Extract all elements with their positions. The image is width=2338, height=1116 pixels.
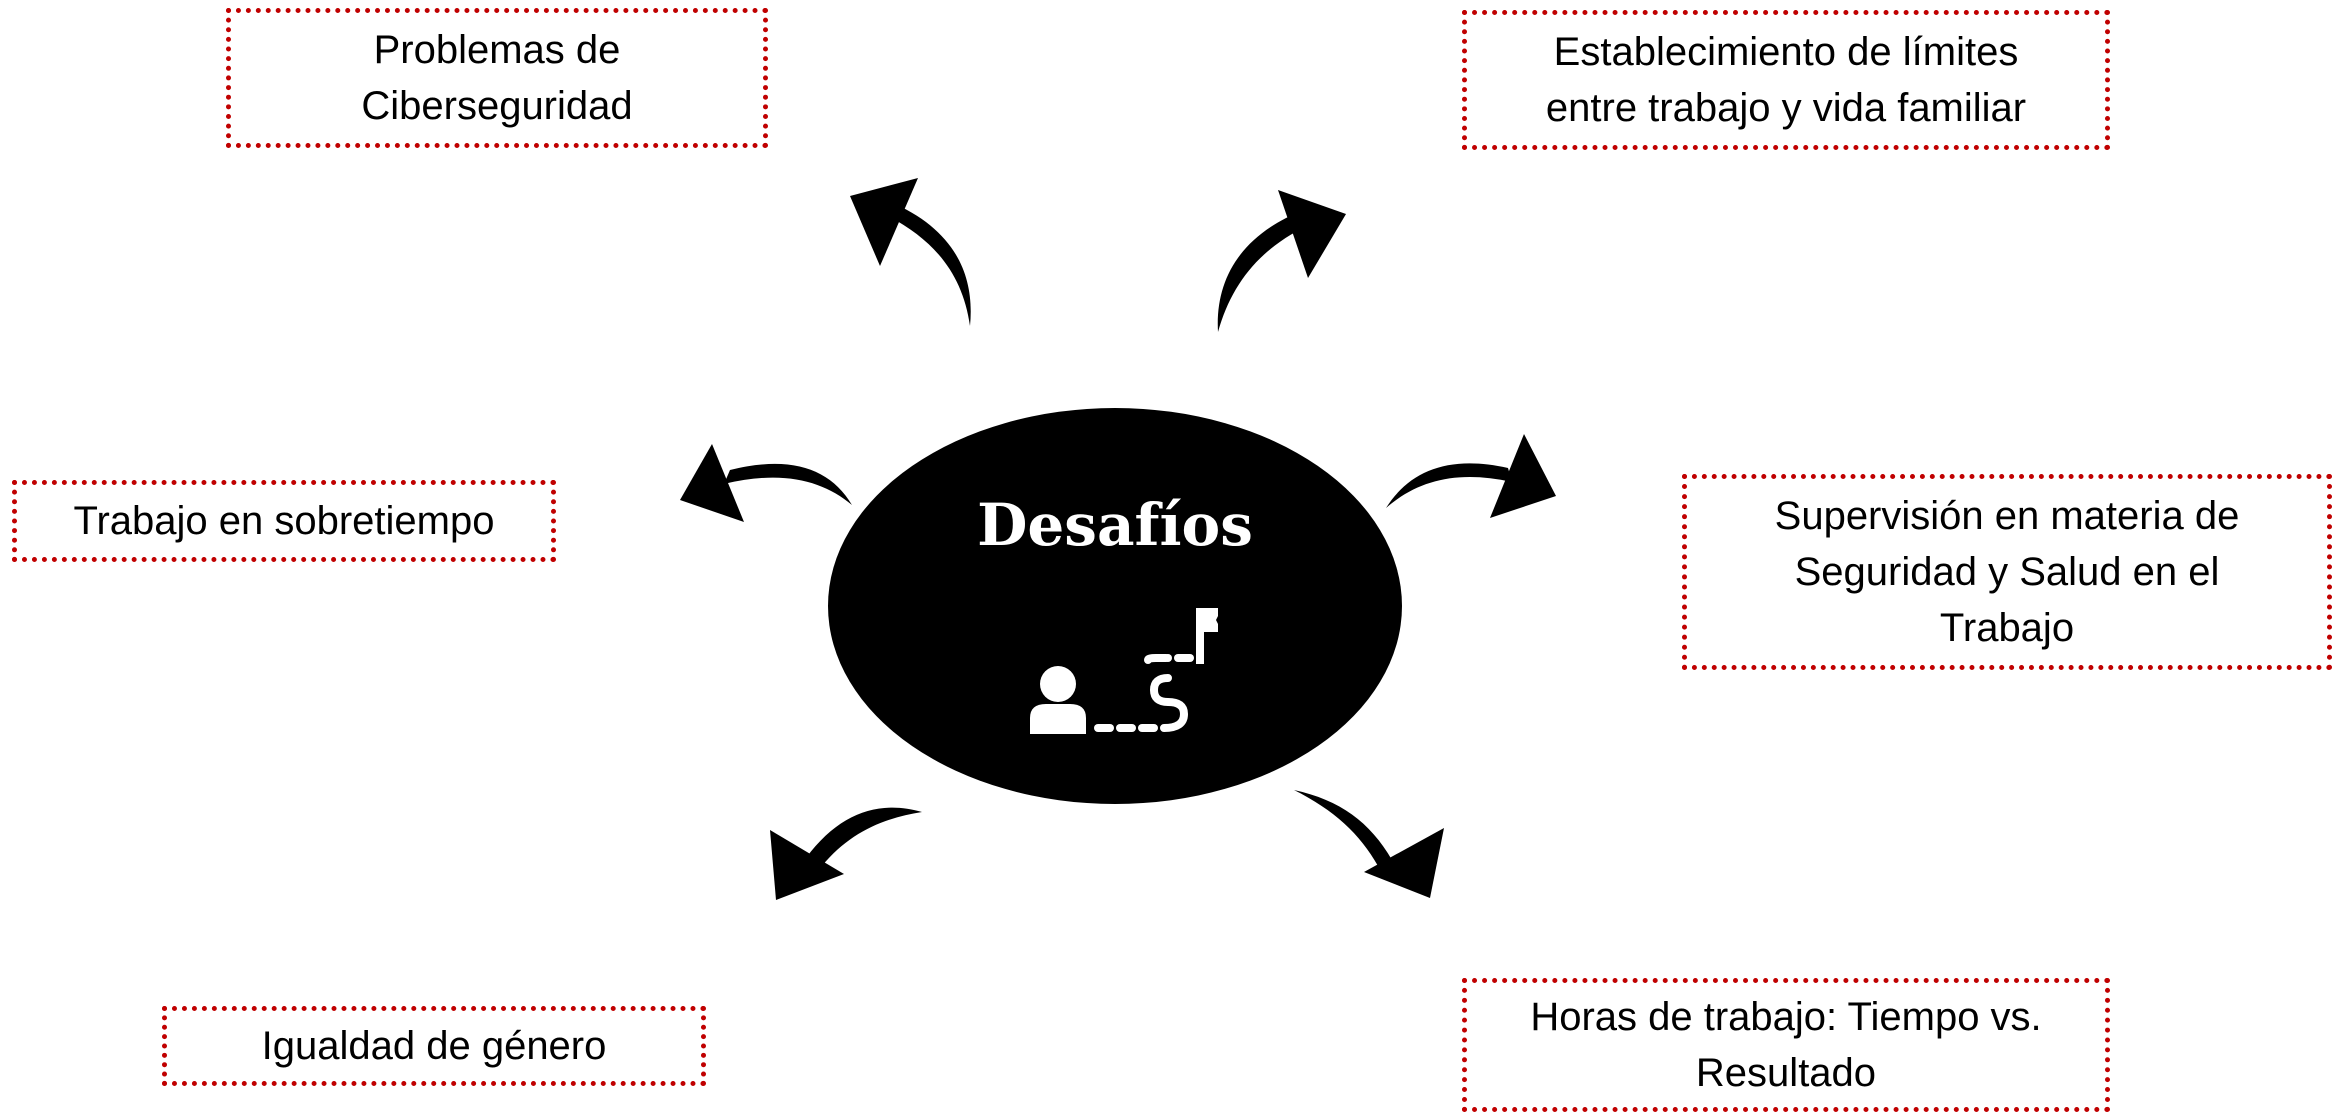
arrow-to-genero bbox=[770, 807, 922, 900]
node-supervision: Supervisión en materia de Seguridad y Sa… bbox=[1682, 474, 2332, 670]
arrow-to-sobretiempo bbox=[680, 444, 852, 522]
arrow-to-ciberseguridad bbox=[850, 178, 971, 326]
node-sobretiempo-label: Trabajo en sobretiempo bbox=[73, 499, 495, 543]
node-limites: Establecimiento de límites entre trabajo… bbox=[1462, 10, 2110, 150]
node-sobretiempo: Trabajo en sobretiempo bbox=[12, 480, 556, 562]
arrow-to-limites bbox=[1217, 190, 1346, 332]
center-node-desafios: Desafíos bbox=[828, 408, 1402, 804]
person-path-flag-icon bbox=[1030, 608, 1218, 734]
center-title: Desafíos bbox=[977, 491, 1253, 559]
node-ciberseguridad-label: Problemas de Ciberseguridad bbox=[361, 28, 633, 128]
node-genero-label: Igualdad de género bbox=[261, 1024, 607, 1068]
node-horas-label: Horas de trabajo: Tiempo vs. Resultado bbox=[1530, 995, 2042, 1095]
node-horas: Horas de trabajo: Tiempo vs. Resultado bbox=[1462, 978, 2110, 1112]
node-genero: Igualdad de género bbox=[162, 1006, 706, 1086]
node-limites-label: Establecimiento de límites entre trabajo… bbox=[1545, 30, 2027, 130]
arrow-to-supervision bbox=[1386, 434, 1556, 518]
arrow-to-horas bbox=[1294, 790, 1444, 898]
node-ciberseguridad: Problemas de Ciberseguridad bbox=[226, 8, 768, 148]
node-supervision-label: Supervisión en materia de Seguridad y Sa… bbox=[1774, 494, 2240, 650]
